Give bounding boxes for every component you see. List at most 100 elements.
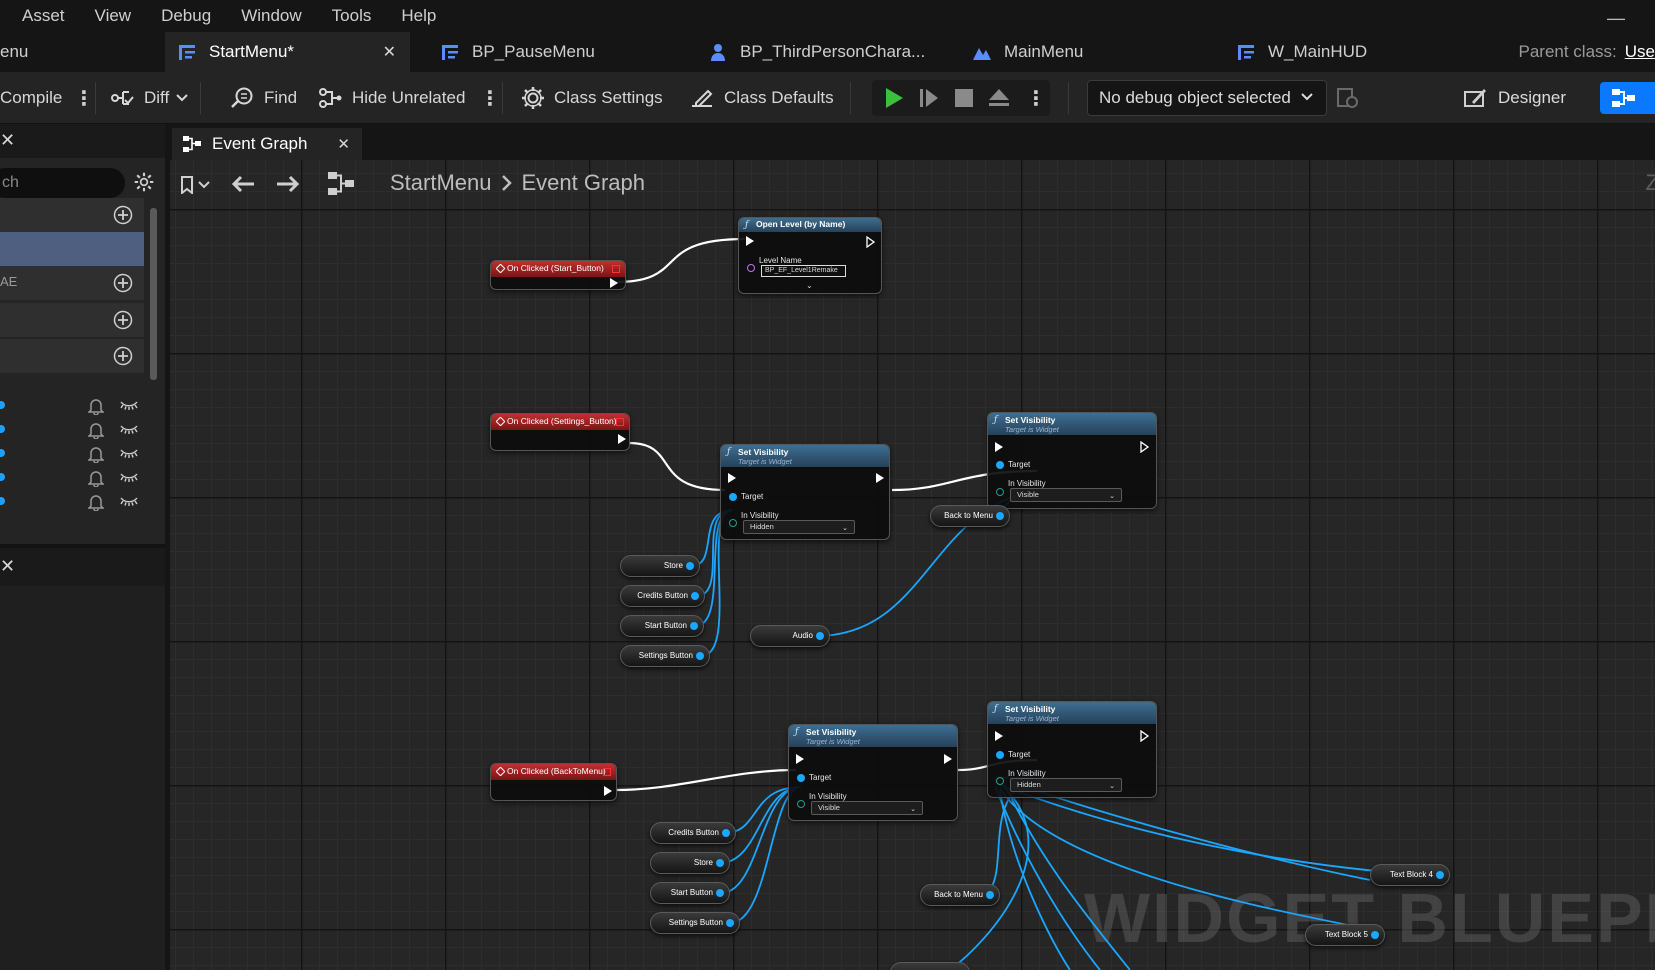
menu-help[interactable]: Help [401, 6, 437, 25]
graph-mode-button[interactable] [1600, 82, 1655, 114]
tab-event-graph[interactable]: Event Graph ✕ [172, 128, 362, 160]
menu-tools[interactable]: Tools [331, 6, 372, 25]
scrollbar[interactable] [150, 208, 157, 380]
visibility-dropdown[interactable]: Hidden ⌄ [1010, 778, 1122, 792]
output-pin[interactable] [686, 562, 694, 570]
tab-bp-thirdpersoncharacter[interactable]: BP_ThirdPersonChara... [708, 32, 948, 72]
graph-hierarchy-icon[interactable] [327, 171, 355, 197]
close-icon[interactable]: ✕ [337, 136, 350, 153]
exec-out-pin[interactable] [944, 754, 952, 764]
variable-node-store[interactable]: Store [650, 852, 730, 874]
eject-icon[interactable] [986, 86, 1012, 110]
section-functions[interactable]: AE [0, 266, 144, 300]
parent-class-link[interactable]: Use [1624, 42, 1655, 61]
eye-closed-icon[interactable] [119, 445, 139, 461]
menu-asset[interactable]: Asset [22, 6, 65, 25]
exec-out-pin[interactable] [604, 786, 612, 796]
variable-node-partial[interactable] [890, 962, 970, 970]
eye-closed-icon[interactable] [119, 493, 139, 509]
exec-in-pin[interactable] [995, 731, 1003, 741]
event-node-settings-button[interactable]: On Clicked (Settings_Button) [490, 413, 630, 451]
bell-icon[interactable] [88, 493, 104, 511]
eye-closed-icon[interactable] [119, 397, 139, 413]
function-node-set-visibility[interactable]: ƒ Set Visibility Target is Widget Target… [987, 412, 1157, 509]
bell-icon[interactable] [88, 397, 104, 415]
play-options-icon[interactable]: ⋮ [1026, 87, 1046, 110]
output-pin[interactable] [996, 512, 1004, 520]
bookmark-icon[interactable] [180, 176, 194, 194]
add-icon[interactable] [113, 346, 133, 366]
output-pin[interactable] [691, 592, 699, 600]
variable-row[interactable] [0, 442, 150, 466]
variable-node-credits-button[interactable]: Credits Button [650, 822, 736, 844]
exec-out-pin[interactable] [1140, 441, 1150, 453]
designer-button[interactable]: Designer [1462, 72, 1566, 124]
panel-divider[interactable] [0, 544, 165, 548]
variable-node-credits-button[interactable]: Credits Button [620, 585, 705, 607]
delegate-pin[interactable] [616, 418, 624, 426]
target-pin[interactable] [996, 461, 1004, 469]
class-defaults-button[interactable]: Class Defaults [690, 72, 834, 124]
add-icon[interactable] [113, 273, 133, 293]
debug-object-select[interactable]: No debug object selected [1087, 80, 1327, 116]
class-settings-button[interactable]: Class Settings [520, 72, 663, 124]
arrow-left-icon[interactable] [230, 174, 256, 194]
output-pin[interactable] [722, 829, 730, 837]
variable-node-start-button[interactable]: Start Button [650, 882, 730, 904]
variable-node-store[interactable]: Store [620, 555, 700, 577]
bell-icon[interactable] [88, 421, 104, 439]
output-pin[interactable] [716, 859, 724, 867]
visibility-pin[interactable] [996, 488, 1004, 496]
exec-out-pin[interactable] [866, 236, 876, 248]
variable-node-start-button[interactable]: Start Button [620, 615, 704, 637]
variable-row[interactable] [0, 490, 150, 514]
variable-node-audio[interactable]: Audio [750, 625, 830, 647]
arrow-right-icon[interactable] [275, 174, 301, 194]
visibility-dropdown[interactable]: Visible ⌄ [1010, 488, 1122, 502]
visibility-pin[interactable] [729, 519, 737, 527]
bell-icon[interactable] [88, 469, 104, 487]
output-pin[interactable] [716, 889, 724, 897]
event-node-back-to-menu[interactable]: On Clicked (BackToMenu) [490, 763, 617, 801]
variable-node-settings-button[interactable]: Settings Button [620, 645, 710, 667]
settings-gear-icon[interactable] [133, 171, 155, 193]
output-pin[interactable] [816, 632, 824, 640]
visibility-dropdown[interactable]: Visible ⌄ [811, 801, 923, 815]
hide-unrelated-button[interactable]: Hide Unrelated [318, 72, 465, 124]
tab-w-mainhud[interactable]: W_MainHUD [1236, 32, 1436, 72]
exec-out-pin[interactable] [876, 473, 884, 483]
close-icon[interactable]: ✕ [382, 44, 396, 61]
search-input[interactable]: ch [0, 168, 125, 198]
compile-button[interactable]: Compile [0, 72, 62, 124]
target-pin[interactable] [797, 774, 805, 782]
close-icon[interactable]: ✕ [0, 130, 16, 150]
exec-in-pin[interactable] [728, 473, 736, 483]
section-graphs[interactable] [0, 198, 144, 232]
visibility-dropdown[interactable]: Hidden ⌄ [743, 520, 855, 534]
variable-node-text-block-5[interactable]: Text Block 5 [1305, 924, 1385, 946]
variable-node-text-block-4[interactable]: Text Block 4 [1370, 864, 1450, 886]
find-button[interactable]: Find [230, 72, 297, 124]
visibility-pin[interactable] [996, 777, 1004, 785]
close-icon[interactable]: ✕ [0, 556, 16, 576]
variable-node-back-to-menu[interactable]: Back to Menu [930, 505, 1010, 527]
visibility-pin[interactable] [797, 800, 805, 808]
event-node-start-button[interactable]: On Clicked (Start_Button) [490, 260, 626, 290]
eye-closed-icon[interactable] [119, 469, 139, 485]
exec-in-pin[interactable] [796, 754, 804, 764]
function-node-set-visibility[interactable]: ƒ Set Visibility Target is Widget Target… [987, 701, 1157, 798]
delegate-pin[interactable] [612, 265, 620, 273]
delegate-pin[interactable] [603, 768, 611, 776]
tab-startmenu[interactable]: StartMenu* ✕ [165, 32, 410, 72]
breadcrumb-item[interactable]: Event Graph [521, 170, 646, 195]
eye-closed-icon[interactable] [119, 421, 139, 437]
play-icon[interactable] [882, 86, 906, 110]
output-pin[interactable] [696, 652, 704, 660]
stop-icon[interactable] [952, 86, 976, 110]
target-pin[interactable] [729, 493, 737, 501]
section-variables[interactable] [0, 339, 144, 373]
level-name-input[interactable]: BP_EF_Level1Remake [761, 265, 846, 277]
minimize-icon[interactable]: — [1607, 8, 1625, 28]
output-pin[interactable] [690, 622, 698, 630]
section-macros[interactable] [0, 303, 144, 337]
